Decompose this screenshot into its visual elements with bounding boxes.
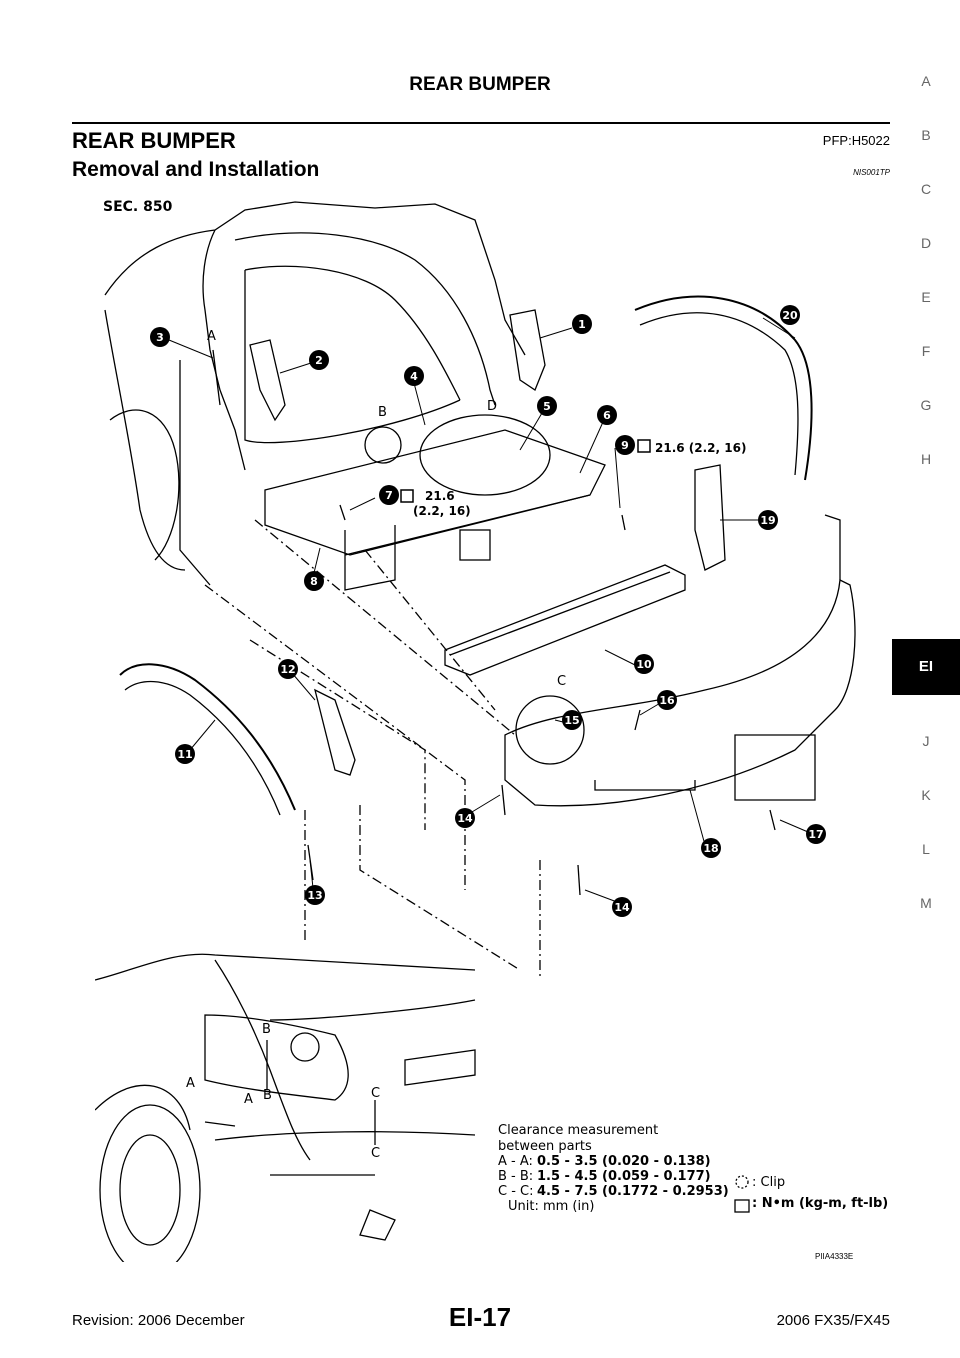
tab-g[interactable]: G (920, 397, 932, 413)
section-letter-a: A (207, 329, 216, 344)
torque-icon (400, 489, 414, 503)
callout-17 (806, 824, 826, 844)
tab-f[interactable]: F (921, 343, 931, 359)
callout-12-label: 12 (280, 663, 295, 676)
detail-letter-a-left: A (186, 1076, 195, 1091)
running-header: REAR BUMPER (409, 74, 551, 95)
clearance-heading-1: Clearance measurement (498, 1123, 659, 1138)
callout-17-label: 17 (808, 828, 823, 841)
tab-h[interactable]: H (920, 451, 932, 467)
subsection-code: NIS001TP (853, 168, 890, 177)
tab-j[interactable]: J (922, 733, 930, 749)
tab-e[interactable]: E (921, 289, 931, 305)
callout-2 (309, 350, 329, 370)
detail-letter-c-bottom: C (371, 1146, 381, 1161)
callout-9 (615, 435, 635, 455)
clearance-row-c-label: C - C: (498, 1184, 534, 1199)
callout-8 (304, 571, 324, 591)
callout-14a-label: 14 (457, 812, 473, 825)
footer-revision: Revision: 2006 December (72, 1312, 245, 1329)
detail-letter-b-bottom: B (263, 1088, 272, 1103)
exploded-view-figure: 1 20 3 2 4 5 6 7 8 9 10 11 12 13 14 14 1… (95, 201, 856, 1262)
section-letter-c: C (557, 674, 566, 689)
callout-19-label: 19 (760, 514, 775, 527)
detail-letter-a-right: A (244, 1092, 253, 1107)
callout-10 (634, 654, 654, 674)
clearance-unit: Unit: mm (in) (508, 1199, 595, 1214)
clearance-row-a-label: A - A: (498, 1154, 533, 1169)
figure-id: PIIA4333E (815, 1252, 854, 1261)
callout-8-label: 8 (310, 575, 318, 588)
callout-14a (455, 808, 475, 828)
tab-b[interactable]: B (921, 127, 931, 143)
footer-page-number: EI-17 (448, 1302, 512, 1332)
callout-15-label: 15 (564, 714, 579, 727)
callout-7 (379, 485, 399, 505)
section-title: REAR BUMPER (72, 128, 236, 153)
callout-6-label: 6 (603, 409, 611, 422)
clearance-row-c-value: 4.5 - 7.5 (0.1772 - 0.2953) (537, 1184, 729, 1199)
callout-5-label: 5 (543, 400, 551, 413)
callout-19 (758, 510, 778, 530)
sec-label: SEC. 850 (103, 199, 173, 215)
callout-3 (150, 327, 170, 347)
clearance-row-a-value: 0.5 - 3.5 (0.020 - 0.138) (537, 1154, 711, 1169)
legend-clip: : Clip (752, 1175, 786, 1190)
tab-d[interactable]: D (920, 235, 932, 251)
legend-torque: : N•m (kg-m, ft-lb) (752, 1196, 889, 1211)
tab-l[interactable]: L (922, 841, 930, 857)
callout-4-label: 4 (410, 370, 418, 383)
torque-value-9: 21.6 (2.2, 16) (655, 441, 747, 455)
clearance-row-b-label: B - B: (498, 1169, 534, 1184)
callout-10-label: 10 (636, 658, 652, 671)
footer-model: 2006 FX35/FX45 (776, 1312, 890, 1329)
callout-16 (657, 690, 677, 710)
callout-18-label: 18 (703, 842, 718, 855)
section-letter-b: B (378, 405, 387, 420)
header-rule (72, 122, 890, 124)
callout-4 (404, 366, 424, 386)
callout-20 (780, 305, 800, 325)
torque-value-7-line2: (2.2, 16) (413, 504, 471, 518)
callout-12 (278, 659, 298, 679)
tab-c[interactable]: C (920, 181, 932, 197)
callout-11 (175, 744, 195, 764)
callout-11-label: 11 (177, 748, 192, 761)
detail-letter-c-top: C (371, 1086, 381, 1101)
tab-m[interactable]: M (920, 895, 932, 911)
torque-icon (637, 439, 651, 453)
callout-13 (305, 885, 325, 905)
callout-20-label: 20 (782, 309, 798, 322)
tab-k[interactable]: K (921, 787, 931, 803)
callout-14b (612, 897, 632, 917)
pfp-code: PFP:H5022 (822, 133, 890, 148)
callout-15 (562, 710, 582, 730)
subsection-title: Removal and Installation (72, 158, 320, 181)
callout-1-label: 1 (578, 318, 586, 331)
callout-2-label: 2 (315, 354, 323, 367)
callout-16-label: 16 (659, 694, 675, 707)
callout-3-label: 3 (156, 331, 164, 344)
section-letter-d: D (487, 399, 497, 414)
callout-1 (572, 314, 592, 334)
clearance-heading-2: between parts (498, 1139, 592, 1154)
detail-letter-b-top: B (262, 1022, 271, 1037)
callout-13-label: 13 (307, 889, 322, 902)
torque-value-7-line1: 21.6 (425, 489, 455, 503)
callout-14b-label: 14 (614, 901, 630, 914)
callout-6 (597, 405, 617, 425)
callout-9-label: 9 (621, 439, 629, 452)
callout-7-label: 7 (385, 489, 393, 502)
tab-a[interactable]: A (921, 73, 931, 89)
callout-5 (537, 396, 557, 416)
tab-ei-active[interactable]: EI (892, 639, 960, 695)
callout-18 (701, 838, 721, 858)
clearance-row-b-value: 1.5 - 4.5 (0.059 - 0.177) (537, 1169, 711, 1184)
